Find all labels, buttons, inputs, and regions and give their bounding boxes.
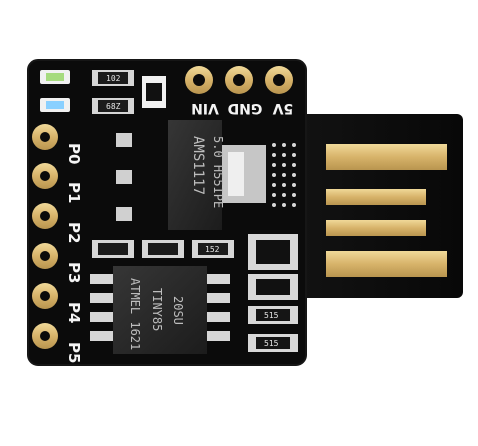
resistor-r3-label: 152 <box>205 245 220 254</box>
label-p4: P4 <box>65 302 83 323</box>
label-p3: P3 <box>65 262 83 283</box>
resistor-row: 152 <box>92 240 234 258</box>
side-pins: P0 P1 P2 P3 P4 P5 <box>32 124 83 363</box>
usb-contact-4 <box>326 251 447 277</box>
usb-contact-2 <box>326 189 426 205</box>
label-vin: VIN <box>191 100 219 116</box>
regulator-line1: AMS1117 <box>190 136 206 195</box>
usb-contact-1 <box>326 144 447 170</box>
regulator-line2: 5.0 H55IPE <box>211 136 225 208</box>
mcu-line3: 20SU <box>171 296 185 325</box>
main-board <box>27 59 307 366</box>
diode-d2-label: 515 <box>264 339 279 348</box>
mcu-line2: TINY85 <box>150 288 164 331</box>
diode-d1-label: 515 <box>264 311 279 320</box>
label-5v: 5V <box>273 100 294 116</box>
microcontroller: ATMEL 1621 TINY85 20SU <box>90 266 230 354</box>
usb-contact-3 <box>326 220 426 236</box>
resistor-r2-label: 68Z <box>106 102 121 111</box>
mcu-line1: ATMEL 1621 <box>128 278 142 350</box>
label-p5: P5 <box>65 342 83 363</box>
usb-tab <box>299 114 463 298</box>
label-p0: P0 <box>65 143 83 164</box>
top-components: 102 68Z <box>40 70 166 114</box>
label-p2: P2 <box>65 222 83 243</box>
right-lower-components: 515 515 <box>248 234 298 352</box>
label-gnd: GND <box>228 100 263 116</box>
resistor-r1-label: 102 <box>106 74 121 83</box>
voltage-regulator: AMS1117 5.0 H55IPE <box>116 120 266 230</box>
via-grid <box>272 143 296 207</box>
header-pins: VIN GND 5V <box>185 66 293 116</box>
label-p1: P1 <box>65 182 83 203</box>
